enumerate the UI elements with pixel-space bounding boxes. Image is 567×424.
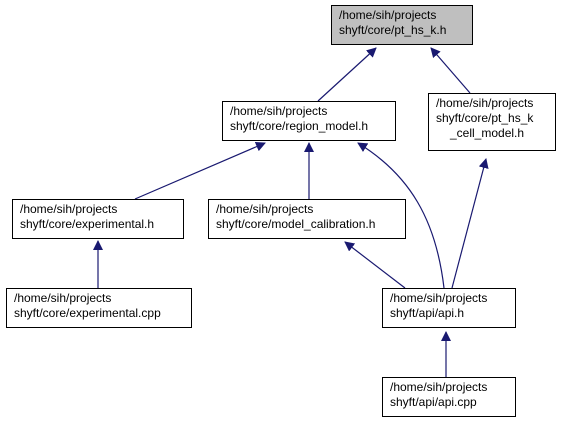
edge-api-h-to-model-calibration — [344, 241, 406, 289]
node-region-model-h[interactable]: /home/sih/projects shyft/core/region_mod… — [222, 101, 396, 141]
edge-pt-hs-k-cell-to-pt-hs-k — [430, 47, 471, 94]
node-path: /home/sih/projects — [14, 291, 112, 305]
node-path: /home/sih/projects — [390, 380, 488, 394]
node-model-calibration-h[interactable]: /home/sih/projects shyft/core/model_cali… — [208, 199, 406, 239]
node-path: /home/sih/projects — [216, 202, 314, 216]
node-file-cont: _cell_model.h — [450, 126, 525, 140]
node-path: /home/sih/projects — [20, 202, 118, 216]
node-pt-hs-k-cell-model-h[interactable]: /home/sih/projects shyft/core/pt_hs_k _c… — [428, 93, 556, 151]
node-path: /home/sih/projects — [339, 8, 437, 22]
node-api-h[interactable]: /home/sih/projects shyft/api/api.h — [382, 288, 516, 328]
node-path: /home/sih/projects — [390, 291, 488, 305]
node-file: shyft/core/pt_hs_k.h — [339, 23, 447, 37]
node-file: shyft/api/api.cpp — [390, 395, 477, 409]
node-experimental-cpp[interactable]: /home/sih/projects shyft/core/experiment… — [6, 288, 192, 328]
edge-api-h-to-region-model — [357, 142, 445, 289]
node-experimental-h[interactable]: /home/sih/projects shyft/core/experiment… — [12, 199, 184, 239]
node-file: shyft/core/experimental.h — [20, 217, 155, 231]
node-path: /home/sih/projects — [230, 104, 328, 118]
node-file: shyft/core/pt_hs_k — [436, 111, 534, 125]
edge-experimental-h-to-region-model — [134, 141, 266, 200]
node-api-cpp[interactable]: /home/sih/projects shyft/api/api.cpp — [382, 377, 516, 417]
edge-api-h-to-pt-hs-k-cell — [451, 158, 489, 289]
node-file: shyft/core/region_model.h — [230, 119, 369, 133]
edge-region-model-to-pt-hs-k — [317, 47, 377, 102]
node-file: shyft/core/experimental.cpp — [14, 306, 161, 320]
node-file: shyft/core/model_calibration.h — [216, 217, 376, 231]
node-path: /home/sih/projects — [436, 96, 534, 110]
node-pt-hs-k-h: /home/sih/projects shyft/core/pt_hs_k.h — [331, 5, 473, 45]
node-file: shyft/api/api.h — [390, 306, 465, 320]
